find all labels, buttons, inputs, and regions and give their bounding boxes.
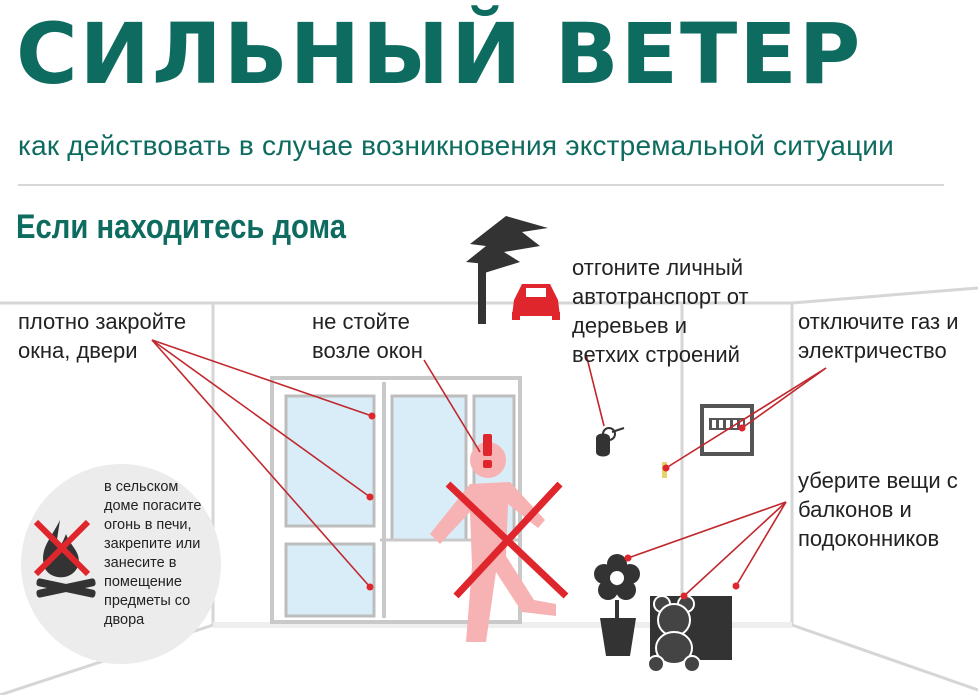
teddy-bear-icon bbox=[647, 595, 701, 673]
pointer-lines bbox=[151, 339, 827, 597]
cross-icon bbox=[445, 481, 569, 599]
section-title: Если находитесь дома bbox=[16, 208, 347, 246]
tip-close-windows: плотно закройте окна, двери bbox=[18, 309, 187, 363]
pointer-dots bbox=[366, 412, 746, 600]
tip-away-from-windows: не стойте возле окон bbox=[312, 309, 423, 363]
floor-strip bbox=[213, 622, 792, 628]
tip-gas-electricity: отключите газ и электричество bbox=[798, 309, 959, 363]
tip-balcony: уберите вещи с балконов и подоконников bbox=[798, 468, 958, 551]
page-title: СИЛЬНЫЙ ВЕТЕР bbox=[16, 5, 863, 103]
car-under-tree-icon bbox=[466, 216, 560, 324]
door-glass-bottom bbox=[284, 542, 376, 618]
flower-pot-icon bbox=[594, 554, 640, 656]
campfire-cross-icon bbox=[33, 519, 91, 577]
car-key-icon bbox=[596, 427, 625, 457]
rural-tip-circle bbox=[21, 464, 221, 664]
divider bbox=[18, 184, 944, 186]
tip-move-car: отгоните личный автотранспорт от деревье… bbox=[572, 255, 749, 367]
door-glass-top bbox=[284, 394, 376, 528]
page-subtitle: как действовать в случае возникновения э… bbox=[18, 130, 894, 161]
tip-rural: в сельском доме погасите огонь в печи, з… bbox=[104, 479, 202, 628]
exclamation-icon bbox=[483, 434, 492, 468]
